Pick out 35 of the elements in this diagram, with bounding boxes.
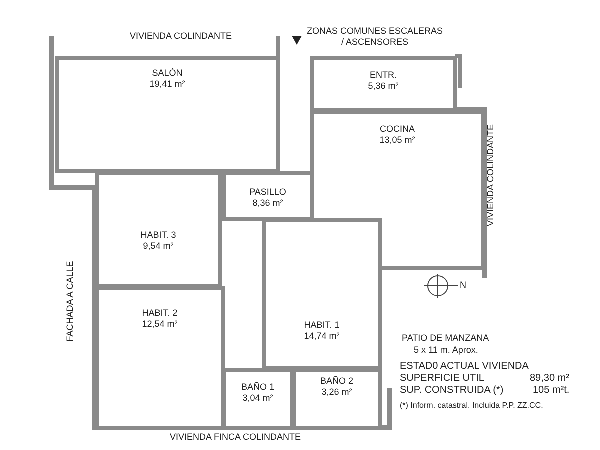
room-name: SALÓN xyxy=(151,68,184,79)
room-outline xyxy=(55,56,280,173)
room-area: 19,41 m² xyxy=(59,79,276,90)
table-cell: 89,30 m² xyxy=(530,373,570,384)
table-cell: SUP. CONSTRUIDA (*) xyxy=(400,385,504,396)
courtyard-size: 5 x 11 m. Aprox. xyxy=(414,345,478,356)
footnote: (*) Inform. catastral. Incluida P.P. ZZ.CC. xyxy=(400,400,544,411)
room-name: HABIT. 1 xyxy=(303,320,341,331)
table-cell: SUPERFICIE UTIL xyxy=(400,373,484,384)
room-name: HABIT. 2 xyxy=(141,308,179,319)
room-name: BAÑO 1 xyxy=(240,382,276,393)
facade-label: FACHADA A CALLE xyxy=(64,261,76,342)
status-heading: ESTAD0 ACTUAL VIVIENDA xyxy=(400,361,529,372)
courtyard-label: PATIO DE MANZANA xyxy=(402,333,490,344)
room-area: 13,05 m² xyxy=(314,135,481,146)
room-area: 8,36 m² xyxy=(226,198,310,209)
common-area-label: ZONAS COMUNES ESCALERAS / ASCENSORES xyxy=(306,26,444,48)
room-name: COCINA xyxy=(378,124,416,135)
room-outline xyxy=(95,171,222,288)
room-name: ENTR. xyxy=(369,70,398,81)
room-area: 14,74 m² xyxy=(266,331,378,342)
neighbour-label: VIVIENDA FINCA COLINDANTE xyxy=(170,432,302,443)
room-area: 5,36 m² xyxy=(314,81,453,92)
room-area: 3,26 m² xyxy=(296,387,378,398)
room-name: PASILLO xyxy=(248,187,288,198)
neighbour-label: VIVIENDA COLINDANTE xyxy=(130,31,232,42)
room-area: 3,04 m² xyxy=(226,393,290,404)
table-cell: 105 m²t. xyxy=(533,385,570,396)
room-area: 9,54 m² xyxy=(99,241,218,252)
room-outline xyxy=(262,218,382,370)
room-name: BAÑO 2 xyxy=(319,376,354,387)
room-area: 12,54 m² xyxy=(99,319,221,330)
neighbour-label: VIVIENDA COLINDANTE xyxy=(486,124,497,227)
north-label: N xyxy=(460,280,466,291)
room-name: HABIT. 3 xyxy=(140,230,178,241)
